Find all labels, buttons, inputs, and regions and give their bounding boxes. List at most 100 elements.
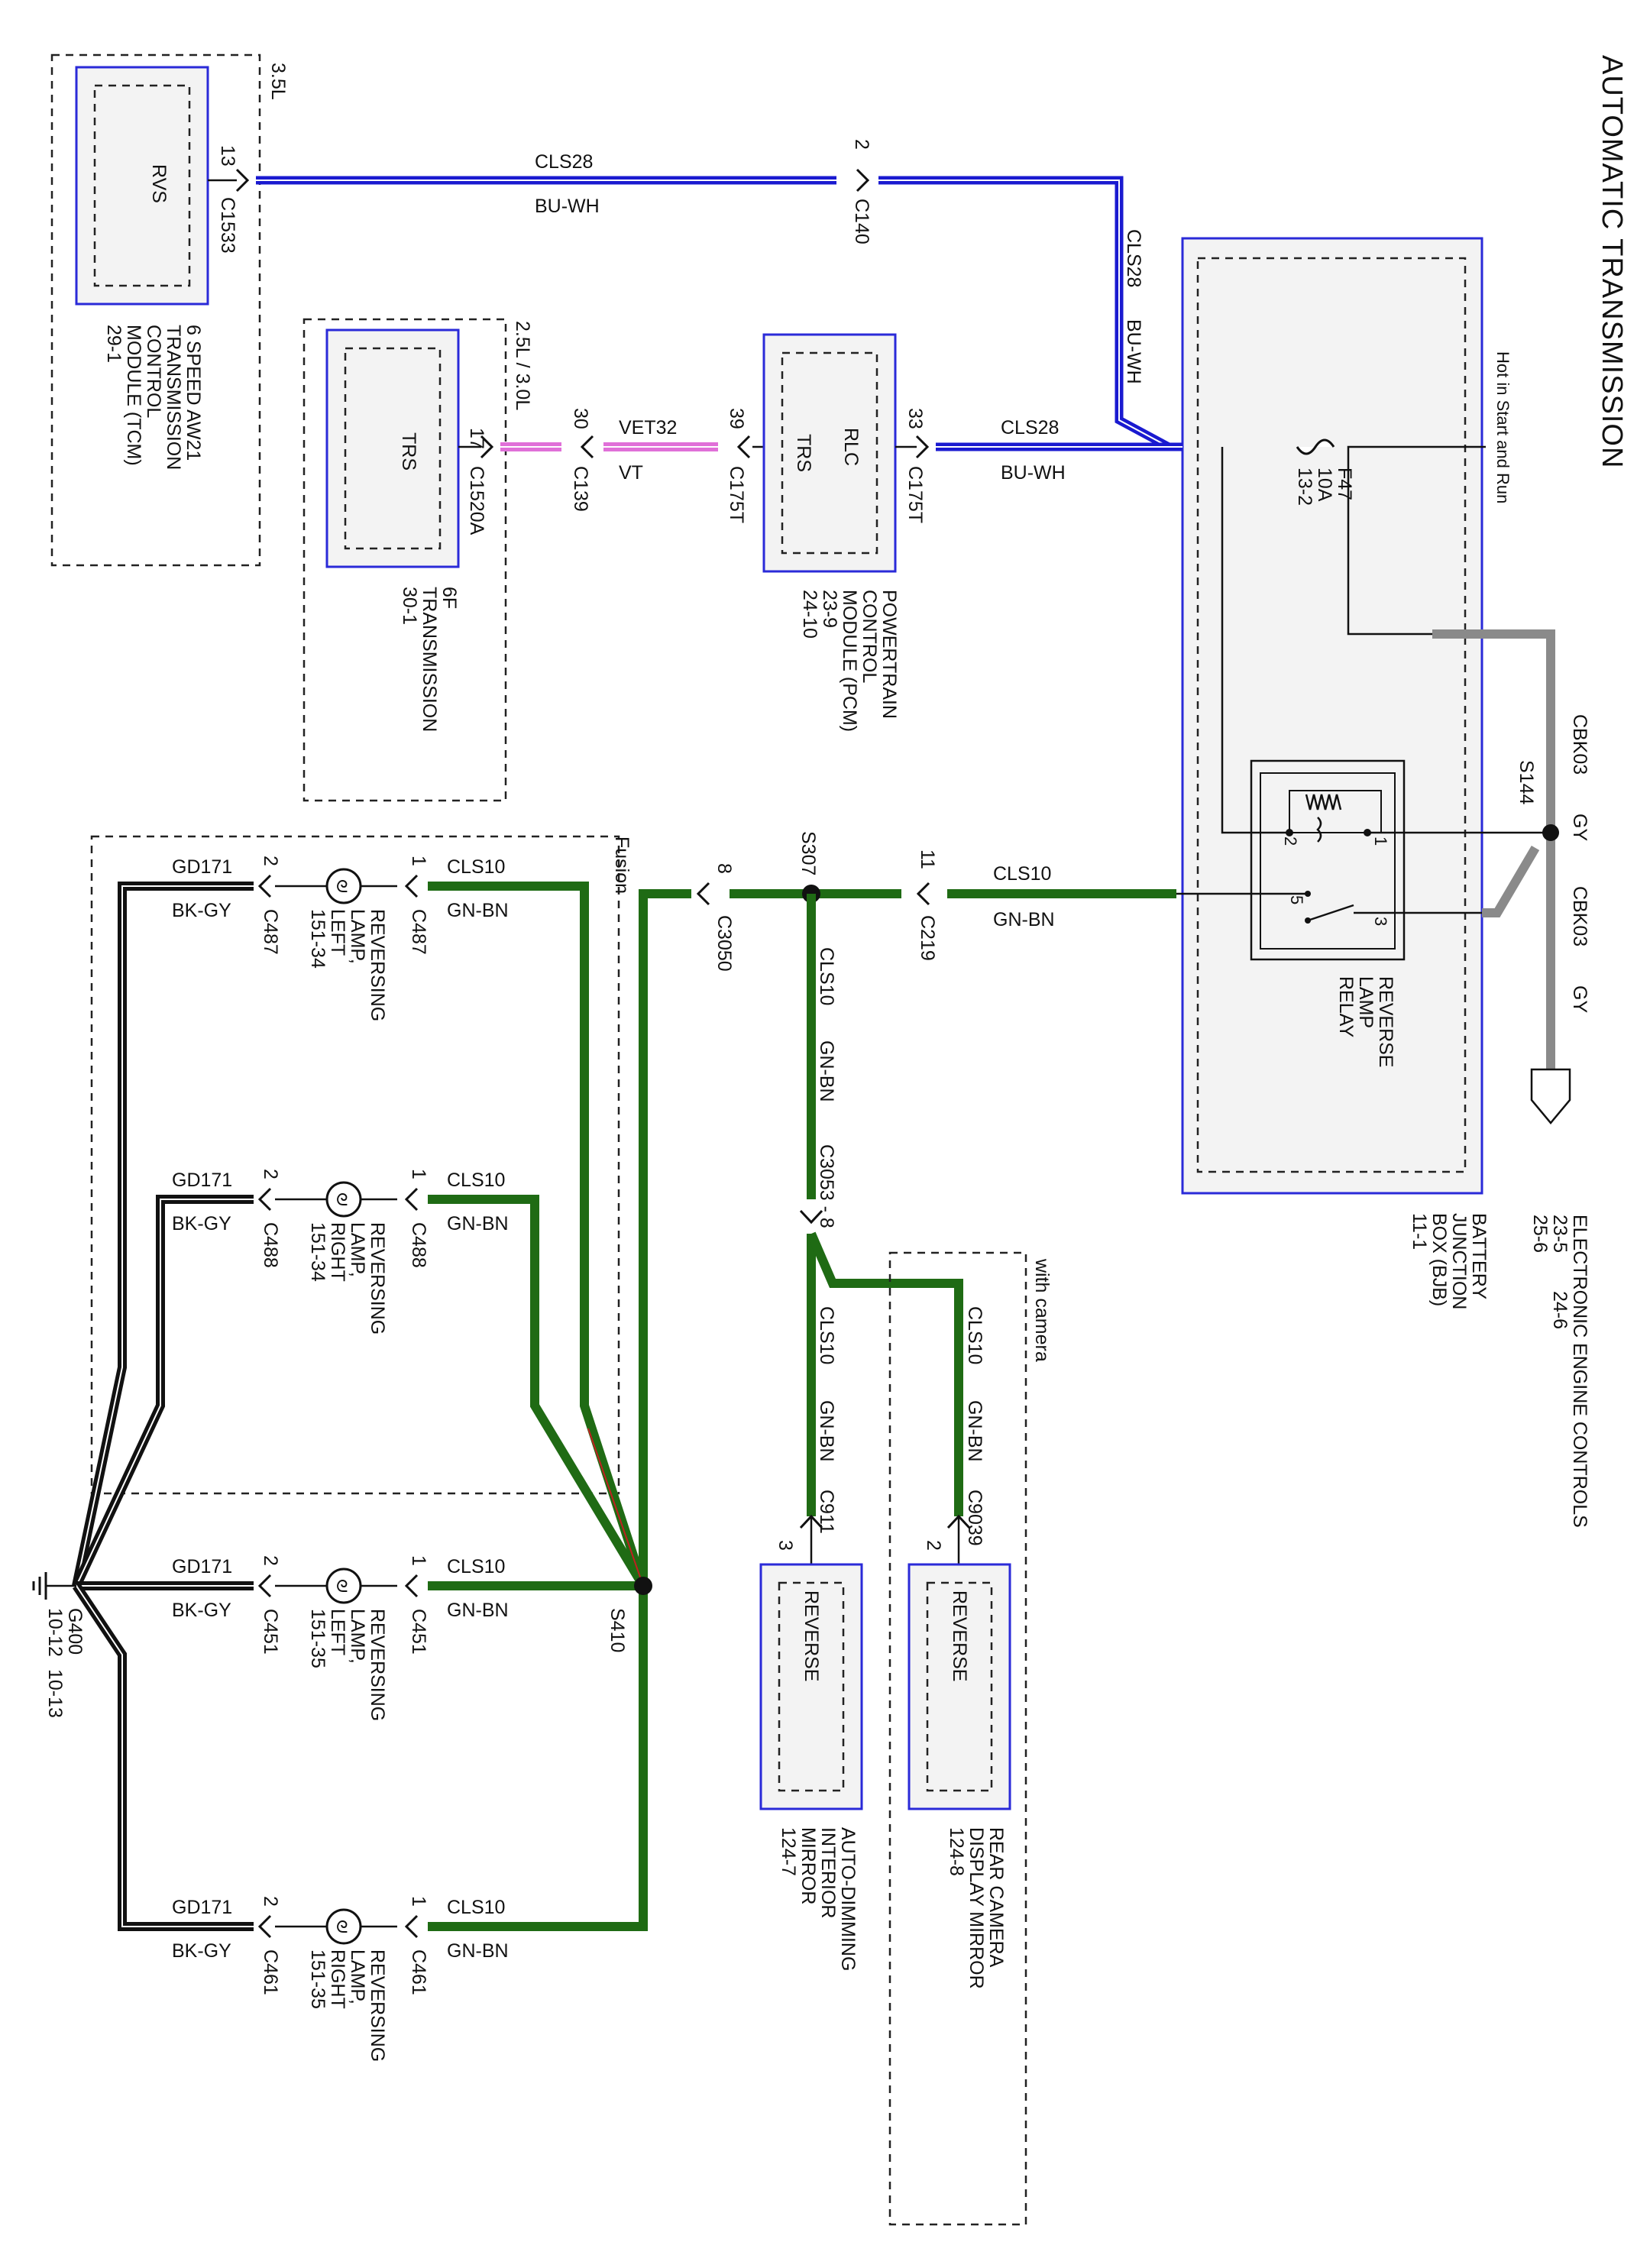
lamp3-name-line-2: LAMP, [347, 1609, 368, 1664]
pcm-pin-label-rlc: RLC [840, 428, 862, 466]
lamp2-feed-color: GN-BN [447, 1213, 509, 1234]
c139-connector: C139 [570, 466, 591, 512]
lamp1-name-line-1: REVERSING [367, 909, 388, 1021]
eec-name: ELECTRONIC ENGINE CONTROLS [1569, 1215, 1590, 1528]
pcm-name-line-2: CONTROL [859, 590, 880, 683]
mirror-cam-connector: C9039 [964, 1490, 985, 1546]
lamp2-ground-color: BK-GY [172, 1213, 231, 1234]
pcm-name-line-3: MODULE (PCM) [839, 590, 860, 732]
lamp1-conn-feed: C487 [408, 909, 429, 955]
lamp1-feed-circuit: CLS10 [447, 856, 505, 878]
tcm-wire2-color: BU-WH [1123, 319, 1144, 384]
fuse-name: F47 [1334, 468, 1355, 500]
tcm-pin: 13 [217, 145, 238, 167]
tcm-wire2-circuit: CLS28 [1123, 229, 1144, 287]
pcm-wire-color: BU-WH [1001, 462, 1066, 484]
tcm-wire-color: BU-WH [535, 196, 600, 217]
mirror-cam-circuit: CLS10 [964, 1306, 985, 1364]
main-wire-color: GN-BN [993, 909, 1055, 930]
svg-text:ᘓ: ᘓ [336, 877, 348, 896]
lamp1-pin-gnd: 2 [260, 856, 281, 866]
lamp3-feed-circuit: CLS10 [447, 1556, 505, 1577]
lamp4-conn-feed: C461 [408, 1949, 429, 1995]
lamp4-feed-circuit: CLS10 [447, 1897, 505, 1918]
lamp2-pin-gnd: 2 [260, 1169, 281, 1179]
lamp2-ground-circuit: GD171 [172, 1170, 232, 1191]
lamp2-ref: 151-34 [307, 1222, 328, 1282]
mirror-cam-name-line-2: DISPLAY MIRROR [966, 1827, 987, 1989]
ground-name: G400 [64, 1608, 86, 1655]
svg-text:ᘓ: ᘓ [336, 1917, 348, 1936]
s144-label: S144 [1516, 760, 1537, 804]
down-wire-color: GN-BN [816, 1040, 837, 1102]
ground-ref-2: 10-13 [44, 1669, 66, 1718]
relay-name-line-1: REVERSE [1375, 976, 1396, 1067]
tcm-engine: 3.5L [267, 63, 289, 100]
lamp2-conn-feed: C488 [408, 1222, 429, 1268]
main-green-wire: CLS10 GN-BN 11 C219 S307 8 C3050 [639, 831, 1176, 1586]
c219-pin: 11 [917, 849, 938, 869]
tcm-name-line-2: TRANSMISSION [163, 325, 184, 470]
lamp-c488: ᘓ CLS10 GN-BN GD171 BK-GY 1 C488 2 C488 … [72, 1169, 509, 1588]
lamp-feed-wires: S410 [428, 882, 652, 1931]
relay-pin-5: 5 [1287, 895, 1306, 904]
ground-g400: G400 10-12 10-13 [32, 1572, 86, 1718]
tcm-name-line-4: MODULE (TCM) [123, 325, 144, 466]
c140-connector: C140 [851, 199, 872, 244]
relay-pin-2: 2 [1281, 836, 1300, 846]
c3050-pin: 8 [713, 863, 735, 874]
c175t-pin-b: 39 [726, 408, 747, 429]
c3050-connector: C3050 [713, 915, 735, 972]
trans-6f-module: 2.5L / 3.0L TRS 17 C1520A 6F TRANSMISSIO… [302, 318, 533, 802]
lamp3-name-line-3: LEFT [327, 1609, 348, 1655]
pcm-module: RLC TRS 33 C175T POWERTRAIN CONTROL MODU… [762, 333, 926, 732]
tcm-blue-wire: CLS28 BU-WH 2 C140 CLS28 BU-WH [208, 139, 1182, 451]
trans6f-connector: C1520A [466, 466, 487, 535]
trans6f-engine: 2.5L / 3.0L [512, 321, 533, 410]
lamp4-ground-circuit: GD171 [172, 1897, 232, 1918]
trans6f-ref: 30-1 [399, 587, 420, 625]
bjb-name-line-1: BATTERY [1468, 1213, 1490, 1299]
mirror-cam-pin-label: REVERSE [949, 1590, 970, 1681]
lamp3-pin-feed: 1 [408, 1555, 429, 1566]
bjb-ref: 11-1 [1409, 1213, 1430, 1250]
bjb-name-line-3: BOX (BJB) [1428, 1213, 1450, 1306]
cbk-top-color: GY [1569, 814, 1590, 841]
vet-color: VT [619, 462, 643, 484]
fuse-rating: 10A [1314, 468, 1335, 502]
relay-name-line-3: RELAY [1335, 976, 1357, 1037]
lamp3-feed-color: GN-BN [447, 1600, 509, 1621]
relay-pin-3: 3 [1371, 917, 1390, 926]
relay-name-line-2: LAMP [1355, 976, 1377, 1028]
s307-down-wire: CLS10 GN-BN C3053 - 8 [799, 894, 963, 1516]
mirror-auto-pin-label: REVERSE [801, 1590, 822, 1681]
lamp2-name-line-3: RIGHT [327, 1222, 348, 1282]
mirror-auto-name-line-1: AUTO-DIMMING [837, 1827, 859, 1971]
down-wire-circuit: CLS10 [816, 947, 837, 1005]
tcm-wire-circuit: CLS28 [535, 151, 593, 173]
hot-in-label: Hot in Start and Run [1493, 351, 1512, 503]
eec-connector: ELECTRONIC ENGINE CONTROLS 23-5 24-6 25-… [1529, 1068, 1590, 1528]
lamp4-name-line-1: REVERSING [367, 1949, 388, 2062]
fusion-label: Fusion [611, 836, 632, 894]
svg-text:ᘓ: ᘓ [336, 1577, 348, 1596]
lamp-c461: ᘓ CLS10 GN-BN GD171 BK-GY 1 C461 2 C461 … [73, 1583, 509, 2062]
eec-ref-2: 24-6 [1549, 1291, 1571, 1329]
mirror-auto-circuit: CLS10 [816, 1306, 837, 1364]
lamp1-ref: 151-34 [307, 909, 328, 969]
trans6f-name-line-1: 6F [438, 587, 460, 609]
diagram-title: AUTOMATIC TRANSMISSION [1596, 55, 1628, 468]
fuse-f47: F47 10A 13-2 [1294, 438, 1552, 810]
eec-ref-1: 23-5 [1549, 1215, 1571, 1253]
with-camera-label: with camera [1031, 1258, 1053, 1362]
mirror-auto-ref: 124-7 [778, 1827, 799, 1876]
tcm-name-line-1: 6 SPEED AW21 [183, 325, 204, 461]
mirror-auto-color: GN-BN [816, 1400, 837, 1462]
ground-ref-1: 10-12 [44, 1608, 66, 1657]
tcm-name-line-3: CONTROL [143, 325, 164, 418]
lamp1-conn-gnd: C487 [260, 909, 281, 955]
battery-junction-box: Hot in Start and Run BATTERY JUNCTION BO… [1181, 237, 1512, 1309]
lamp2-name-line-1: REVERSING [367, 1222, 388, 1335]
c139-pin: 30 [570, 408, 591, 429]
vet-circuit: VET32 [619, 417, 677, 438]
